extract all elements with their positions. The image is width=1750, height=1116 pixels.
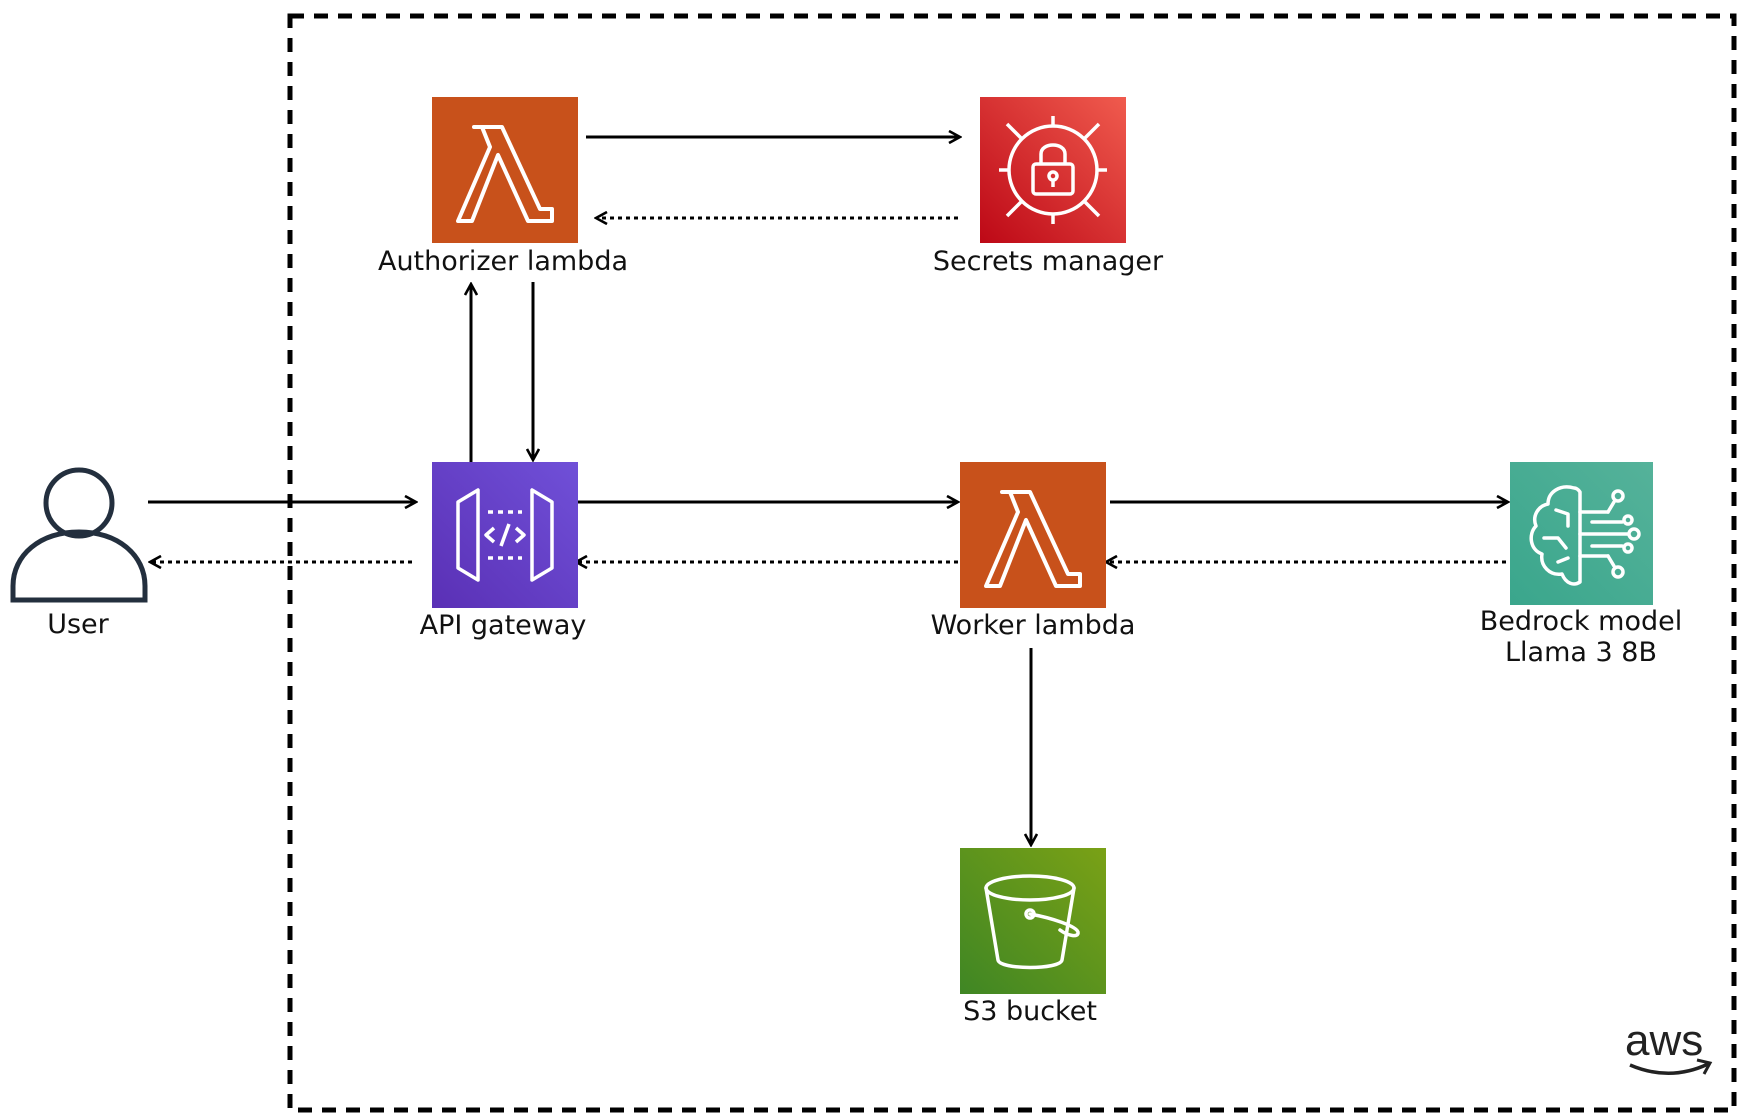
user-icon — [10, 467, 148, 603]
authorizer-lambda-node: Authorizer lambda — [378, 97, 628, 277]
svg-text:aws: aws — [1625, 1016, 1703, 1065]
lock-icon — [999, 116, 1107, 224]
worker-lambda-node: Worker lambda — [931, 462, 1136, 641]
api-gateway-icon — [456, 488, 554, 582]
worker-lambda-label: Worker lambda — [931, 610, 1136, 641]
edges — [148, 137, 1508, 845]
user-node: User — [10, 467, 148, 640]
secrets-manager-node: Secrets manager — [933, 97, 1164, 277]
brain-icon — [1529, 485, 1641, 586]
bedrock-model-label-line2: Llama 3 8B — [1505, 637, 1657, 668]
secrets-manager-label: Secrets manager — [933, 246, 1164, 277]
bucket-icon — [984, 874, 1080, 970]
aws-logo: aws — [1625, 1016, 1713, 1075]
api-gateway-label: API gateway — [420, 610, 587, 641]
aws-cloud-boundary — [287, 13, 1737, 1113]
s3-bucket-node: S3 bucket — [960, 848, 1106, 1027]
authorizer-lambda-label: Authorizer lambda — [378, 246, 628, 277]
s3-bucket-label: S3 bucket — [963, 996, 1097, 1027]
user-label: User — [47, 609, 109, 640]
bedrock-model-label-line1: Bedrock model — [1480, 606, 1682, 637]
api-gateway-node: API gateway — [420, 462, 587, 641]
lambda-icon — [984, 490, 1082, 588]
lambda-icon — [456, 125, 554, 223]
bedrock-model-node: Bedrock model Llama 3 8B — [1480, 462, 1682, 668]
